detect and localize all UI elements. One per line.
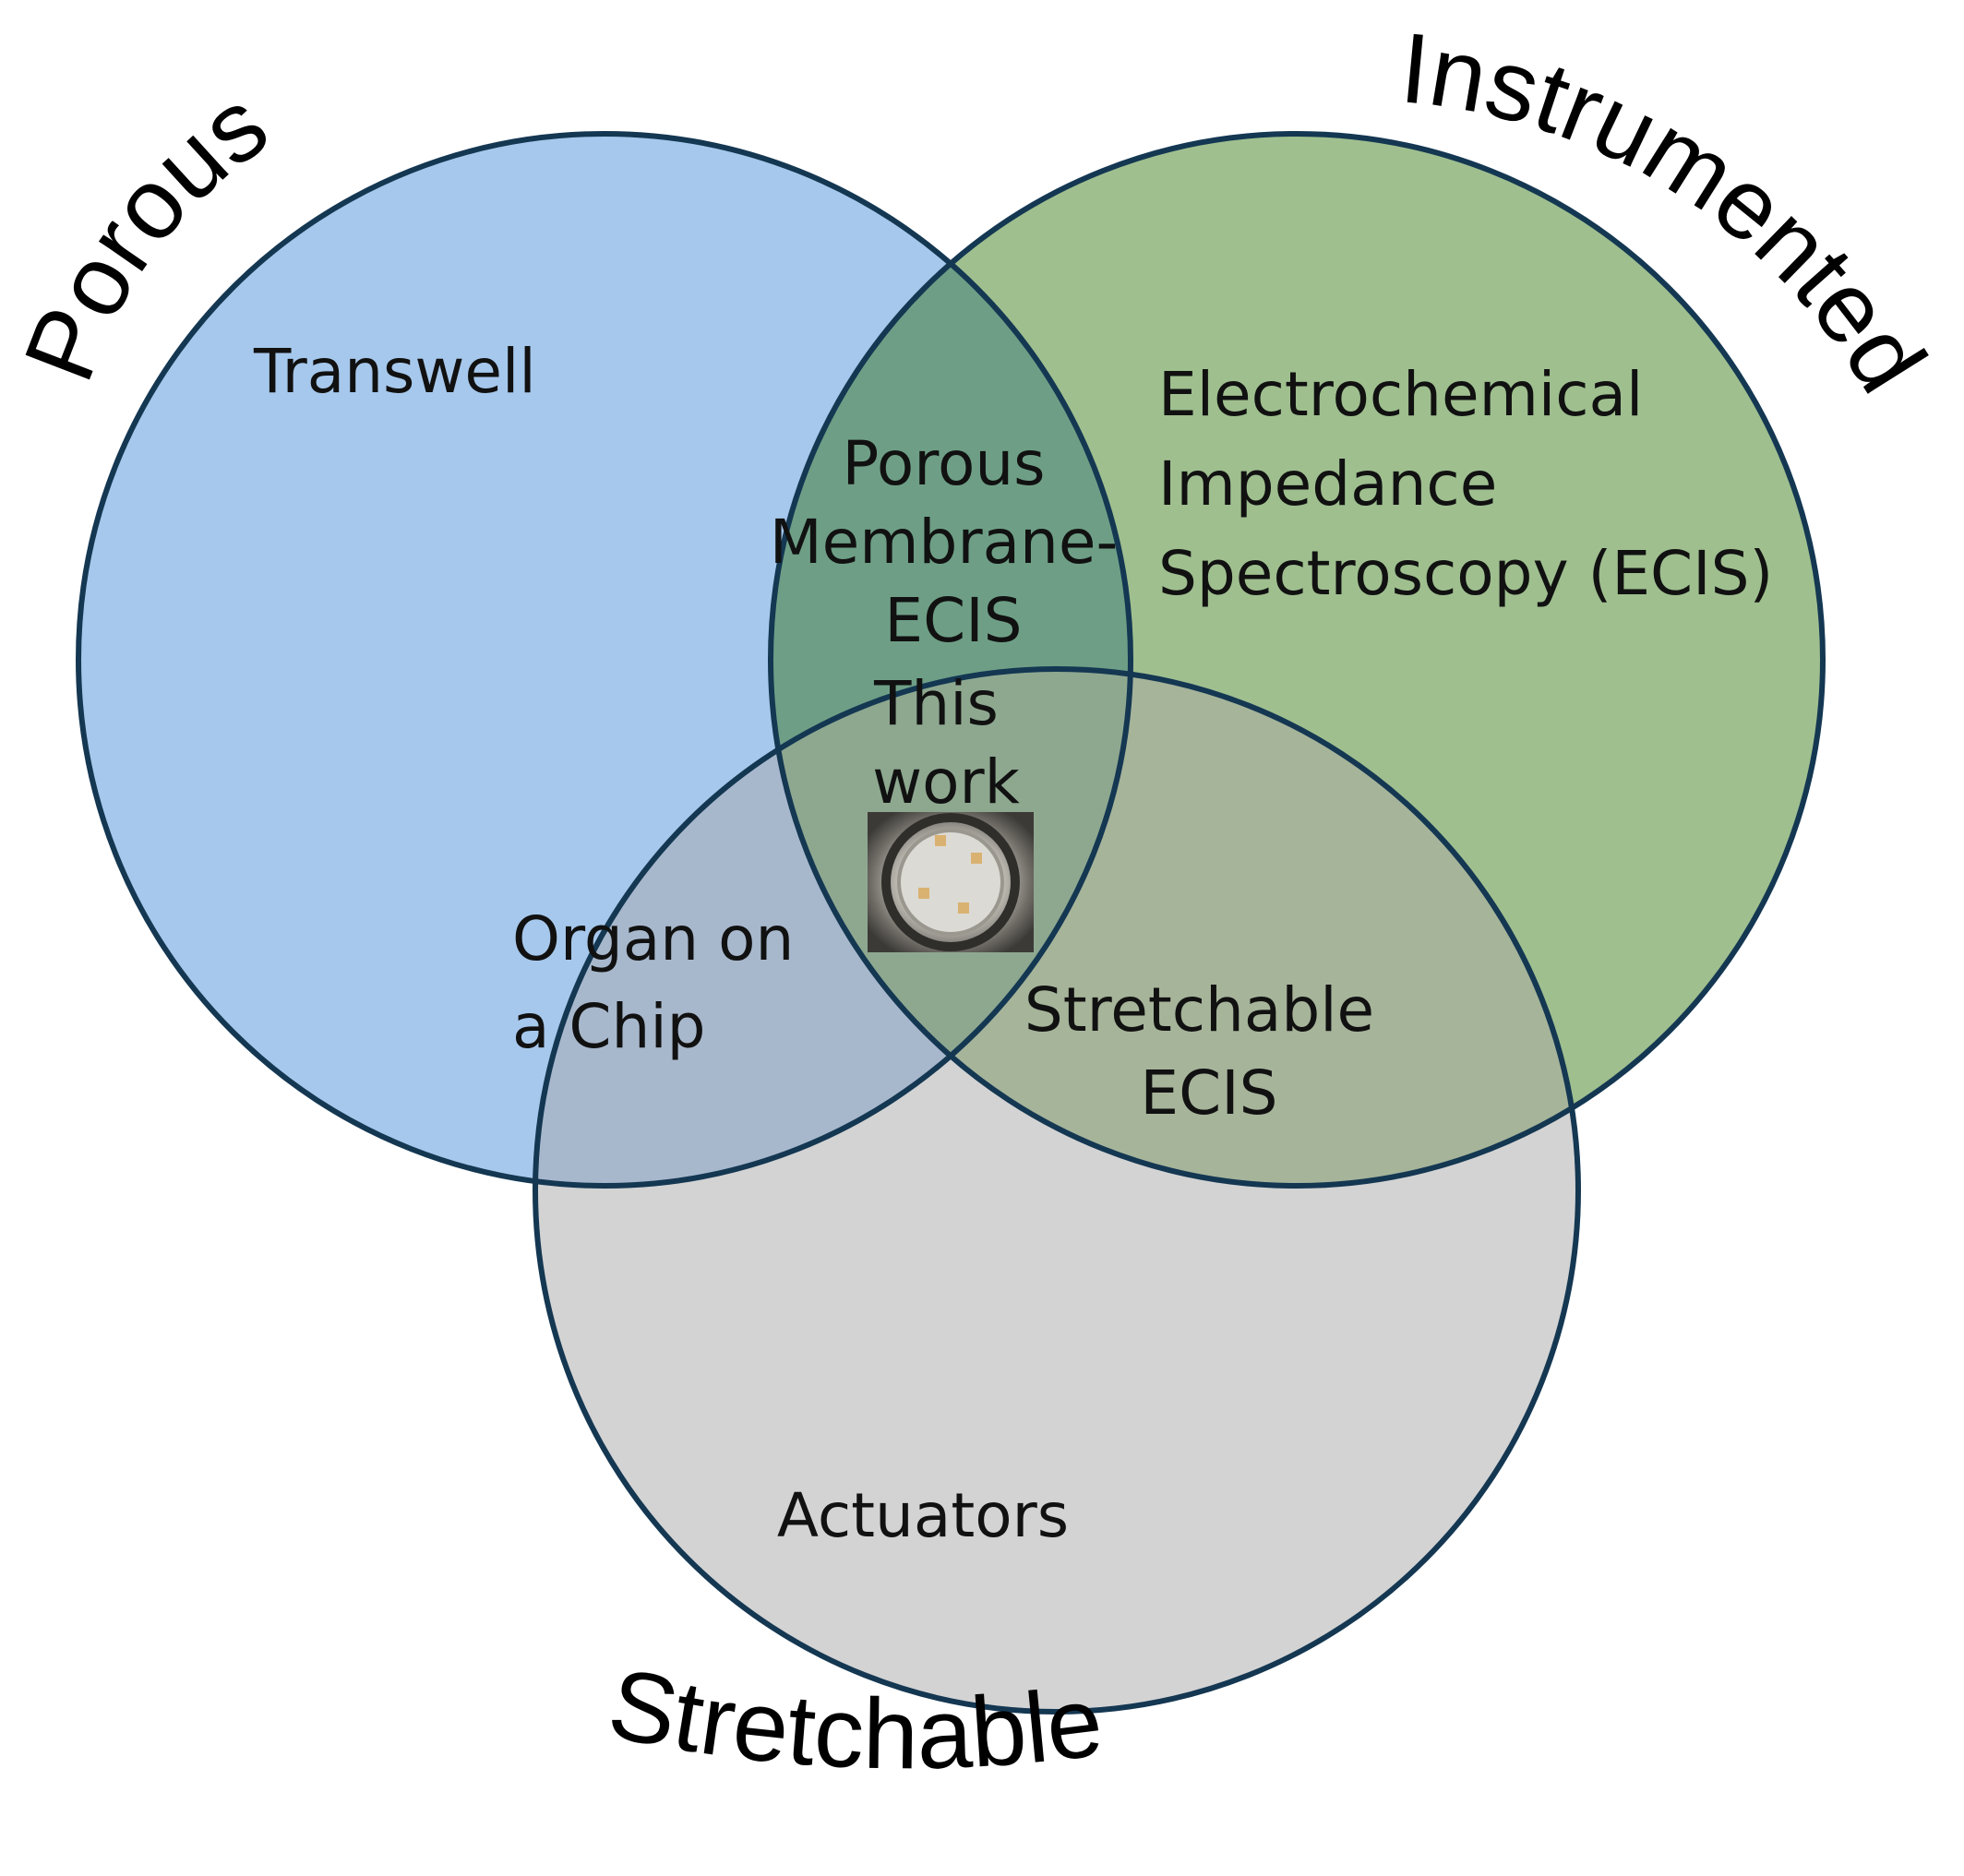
porous-instrumented-line: ECIS — [884, 585, 1022, 656]
all-three-label: This work — [872, 668, 1020, 818]
all-three-line: work — [872, 747, 1020, 818]
porous-outline — [76, 131, 1133, 1189]
instrumented-only-line: Electrochemical — [1158, 359, 1643, 430]
porous-stretchable-overlap — [535, 669, 1131, 1186]
instrumented-only-line: Spectroscopy (ECIS) — [1158, 538, 1773, 609]
instrumented-stretchable-line: ECIS — [1140, 1057, 1277, 1129]
instrumented-only-label: Electrochemical Impedance Spectroscopy (… — [1158, 359, 1773, 609]
instrumented-stretchable-label: Stretchable ECIS — [1024, 974, 1394, 1129]
porous-instrumented-line: Porous — [842, 428, 1045, 499]
stretchable-outline — [533, 666, 1581, 1715]
porous-only-line: Transwell — [253, 336, 536, 407]
porous-stretchable-line: Organ on — [512, 903, 794, 974]
stretchable-only-line: Actuators — [777, 1480, 1069, 1551]
stretchable-only-label: Actuators — [777, 1480, 1069, 1551]
porous-instrumented-label: Porous Membrane- ECIS — [770, 428, 1138, 656]
instrumented-only-line: Impedance — [1158, 448, 1497, 520]
porous-only-label: Transwell — [253, 336, 536, 407]
all-three-line: This — [873, 668, 999, 739]
device-photo-icon — [868, 812, 1034, 952]
porous-stretchable-line: a Chip — [512, 991, 706, 1062]
instrumented-stretchable-line: Stretchable — [1024, 974, 1374, 1046]
instrumented-outline — [768, 131, 1826, 1189]
porous-instrumented-line: Membrane- — [770, 507, 1119, 578]
porous-stretchable-label: Organ on a Chip — [512, 903, 813, 1062]
